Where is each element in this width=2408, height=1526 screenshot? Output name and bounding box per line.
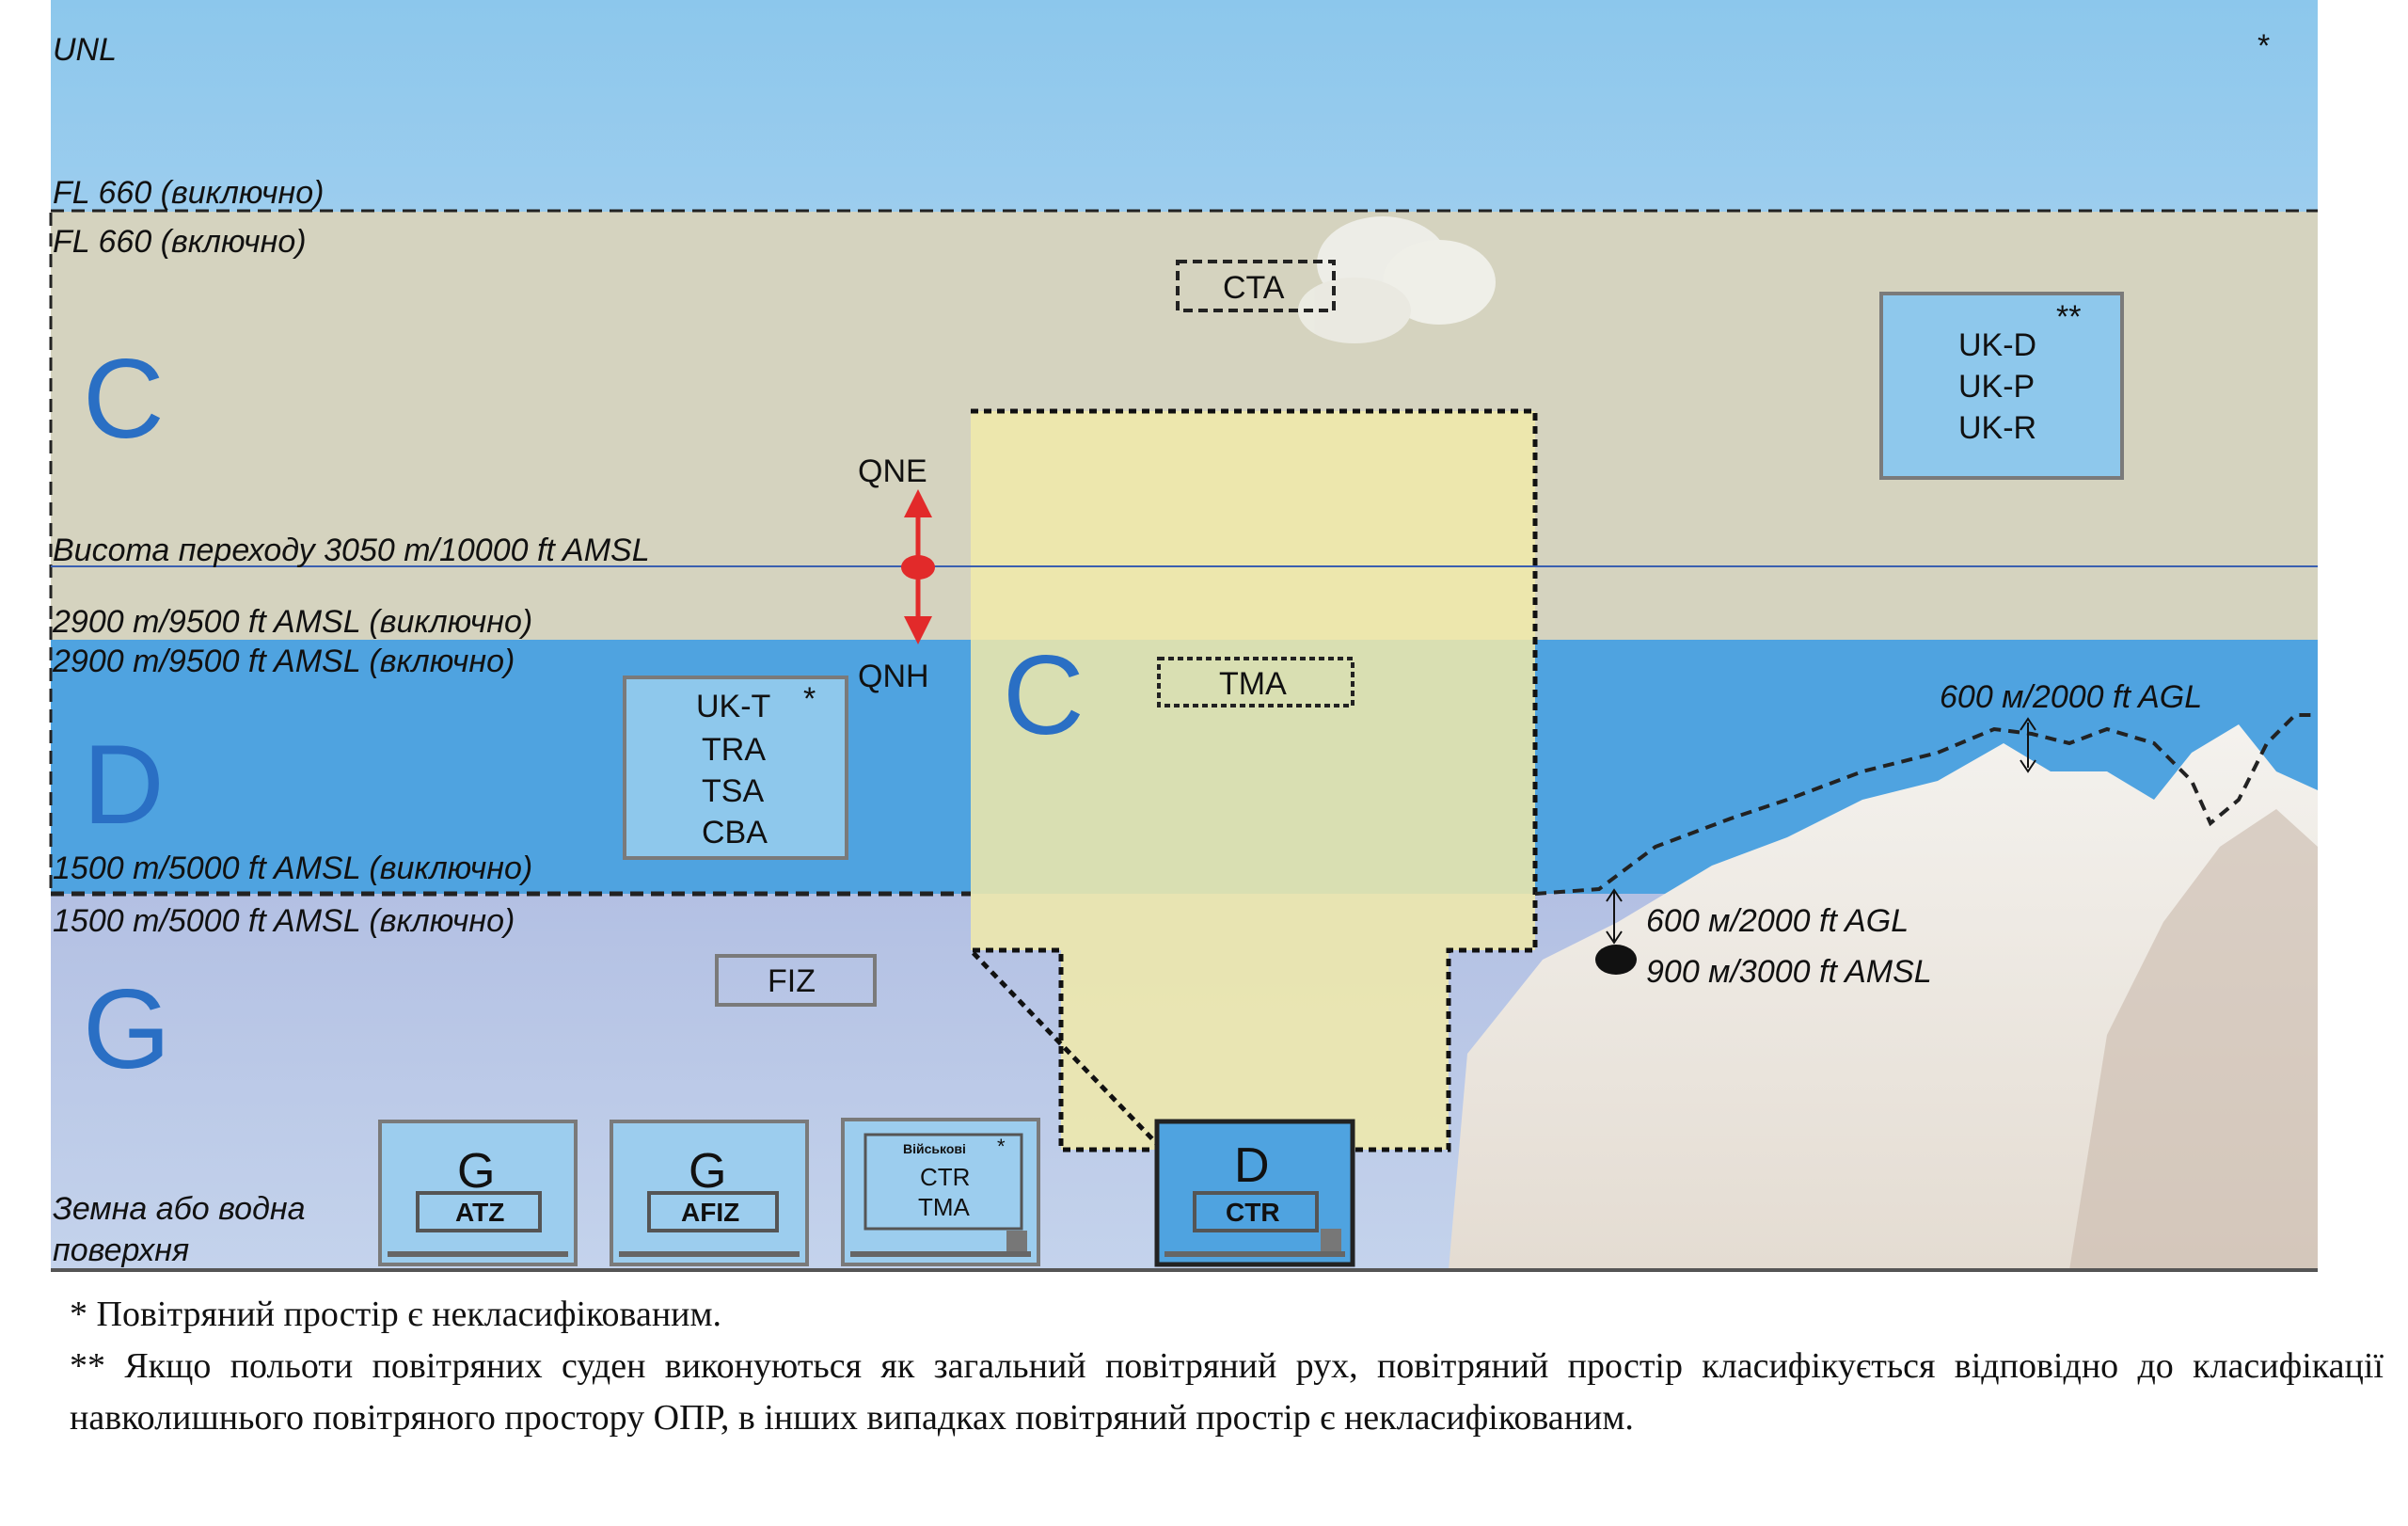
footnotes: * Повітряний простір є некласифікованим.…: [70, 1289, 2384, 1444]
surface-label-line2: поверхня: [53, 1232, 189, 1268]
level-fl660-excl: FL 660 (виключно): [53, 175, 324, 211]
zone-military-mark: *: [997, 1135, 1006, 1158]
zone-atz-class: G: [457, 1144, 495, 1199]
zone-military-l2: TMA: [918, 1193, 971, 1221]
ukd-mark: **: [2056, 299, 2081, 335]
zone-afiz-name: AFIZ: [681, 1198, 739, 1227]
footnote-one: * Повітряний простір є некласифікованим.: [70, 1295, 722, 1334]
ukt-line4: CBA: [702, 815, 768, 850]
tma-region: [971, 411, 1535, 1150]
class-d-letter: D: [83, 722, 165, 848]
level-transition: Висота переходу 3050 m/10000 ft AMSL: [53, 533, 650, 568]
terrain-offset-boundary: [1534, 713, 2318, 896]
zone-ctr-d: D CTR: [1154, 1119, 1355, 1267]
cloud-decoration: [1298, 216, 1496, 343]
cta-box: [1176, 260, 1336, 312]
top-asterisk: *: [2258, 28, 2270, 64]
surface-label-line1: Земна або водна: [53, 1191, 305, 1227]
ukt-line2: TRA: [702, 732, 766, 768]
level-2900-excl: 2900 m/9500 ft AMSL (виключно): [52, 604, 532, 640]
zone-military-l1: CTR: [920, 1163, 970, 1191]
agl-mid-label: 600 м/2000 ft AGL: [1646, 903, 1909, 939]
zone-military-top: Військові: [903, 1141, 966, 1156]
zone-ctr-class: D: [1234, 1138, 1270, 1193]
level-1500-incl: 1500 m/5000 ft AMSL (включно): [53, 903, 515, 939]
ukd-box: [1879, 292, 2124, 480]
amsl-mid-label: 900 м/3000 ft AMSL: [1646, 954, 1932, 990]
tma-label: TMA: [1219, 666, 1287, 702]
ukt-mark: *: [803, 681, 816, 717]
ukt-box: [623, 676, 848, 860]
tma-box: [1157, 657, 1354, 707]
qne-label: QNE: [858, 453, 927, 489]
qne-qnh-dot: [901, 555, 935, 580]
agl-arrowheads-mid: [1606, 888, 1623, 945]
level-1500-excl: 1500 m/5000 ft AMSL (виключно): [53, 850, 532, 886]
band-unl: [51, 0, 2318, 212]
ukt-line1: UK-T: [696, 689, 770, 724]
fiz-box: [715, 954, 877, 1007]
zone-atz: G ATZ: [378, 1120, 578, 1266]
ukd-line1: UK-D: [1958, 327, 2036, 363]
airfield-decorations: [388, 1229, 1345, 1257]
fiz-label: FIZ: [768, 963, 816, 999]
ukd-line2: UK-P: [1958, 369, 2035, 405]
tma-outline: [965, 408, 1538, 1152]
cta-label: CTA: [1223, 270, 1285, 306]
level-unl: UNL: [53, 32, 117, 68]
level-fl660-incl: FL 660 (включно): [53, 224, 307, 260]
zone-afiz-class: G: [689, 1144, 726, 1199]
qnh-label: QNH: [858, 659, 929, 694]
mountain-shadow: [2069, 809, 2318, 1270]
zone-ctr-name: CTR: [1226, 1198, 1280, 1227]
footnote-two: ** Якщо польоти повітряних суден виконую…: [70, 1346, 2384, 1439]
terrain-point-dot: [1595, 945, 1637, 975]
zone-afiz: G AFIZ: [610, 1120, 809, 1266]
class-c-letter: C: [83, 336, 165, 462]
ukd-line3: UK-R: [1958, 410, 2036, 446]
zone-atz-name: ATZ: [455, 1198, 504, 1227]
zone-military: Військові * CTR TMA: [841, 1118, 1040, 1266]
level-2900-incl: 2900 m/9500 ft AMSL (включно): [52, 644, 515, 679]
agl-arrowheads-top: [2020, 717, 2036, 773]
ukt-line3: TSA: [702, 773, 764, 809]
class-g-letter: G: [83, 966, 170, 1092]
class-c-tma-letter: C: [1003, 632, 1085, 758]
agl-top-label: 600 м/2000 ft AGL: [1940, 679, 2202, 715]
